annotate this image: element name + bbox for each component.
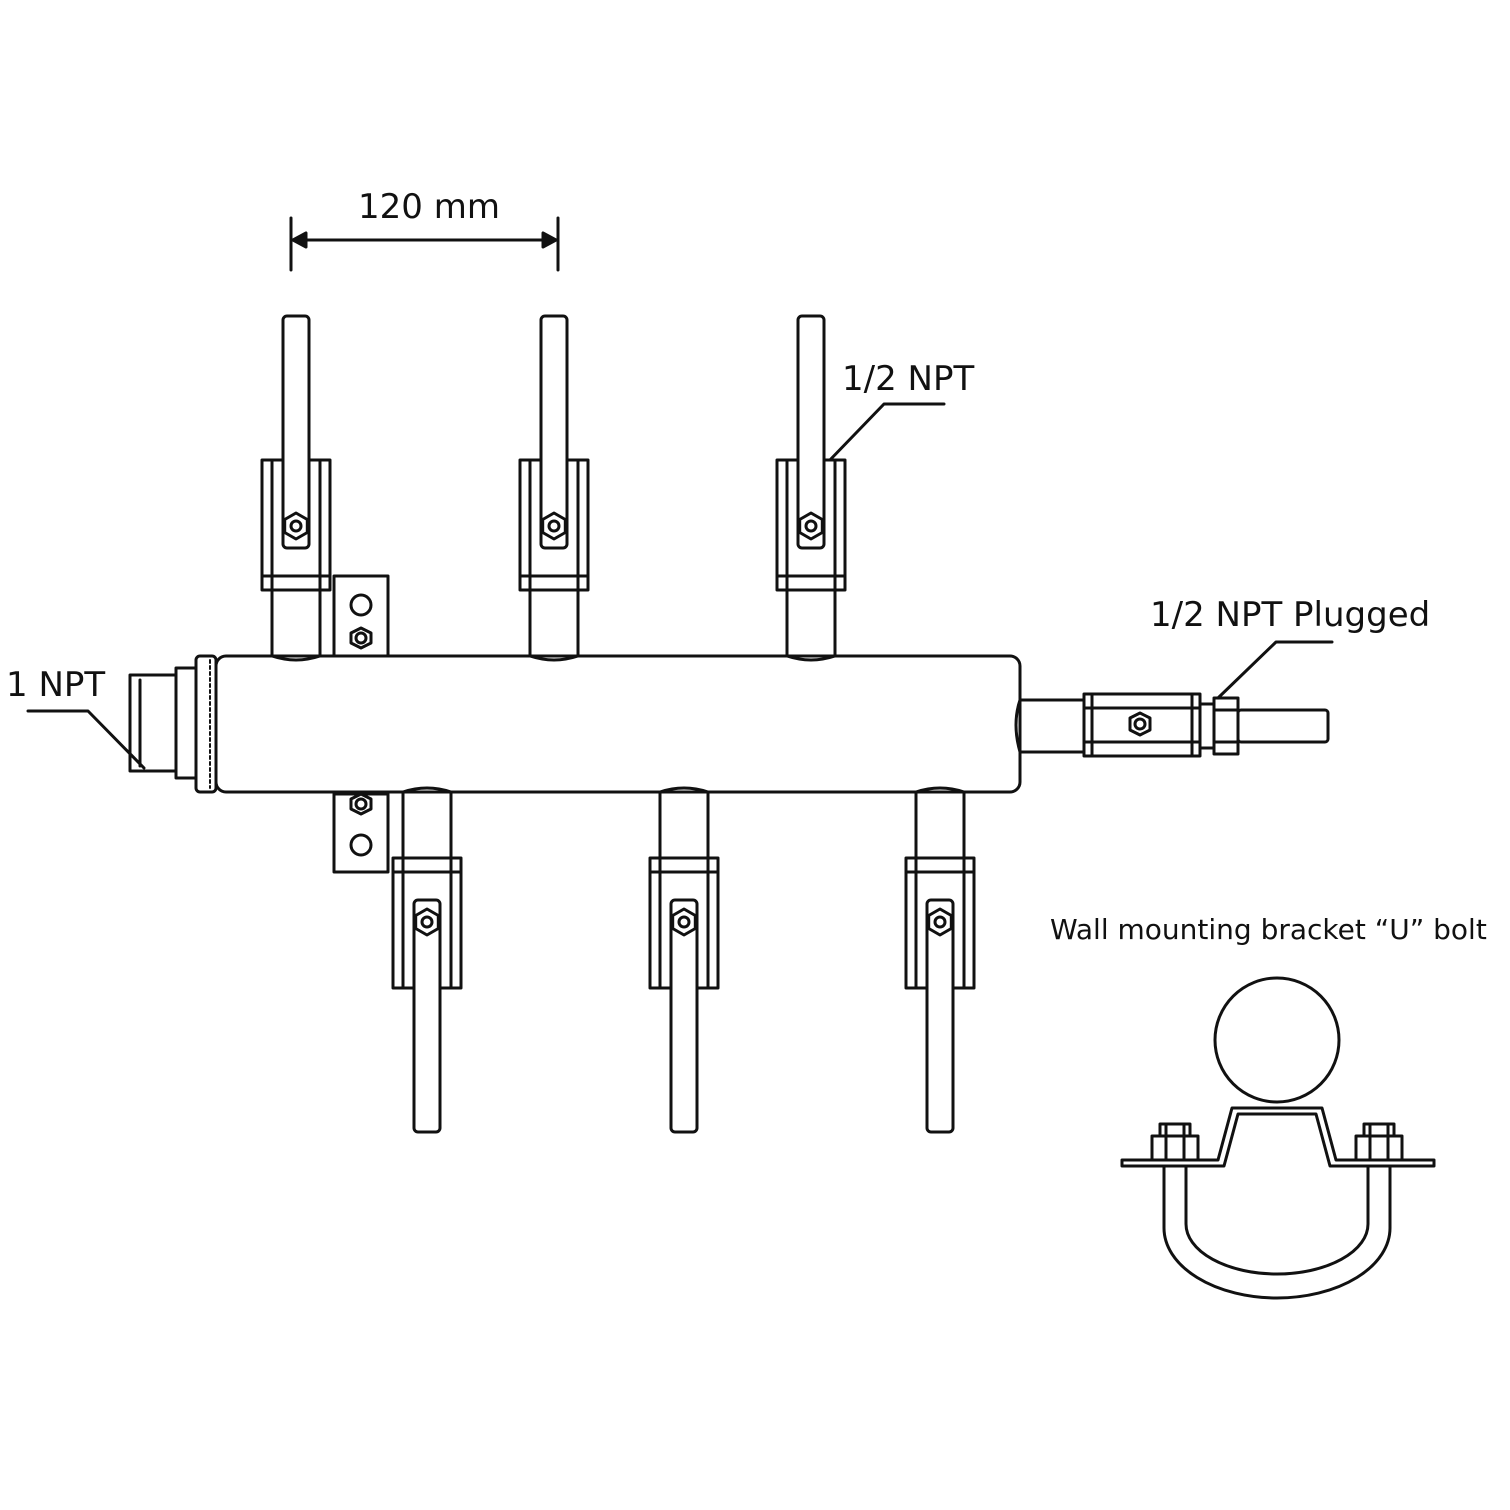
inlet-fitting <box>128 654 218 794</box>
top-valve-3 <box>775 314 847 662</box>
top-valves <box>260 314 847 662</box>
mounting-plate-top <box>332 574 390 658</box>
bottom-valve-3 <box>904 786 976 1134</box>
bottom-valves <box>391 786 976 1134</box>
bracket-title: Wall mounting bracket “U” bolt <box>1050 913 1487 946</box>
dimension-label: 120 mm <box>358 187 500 227</box>
inlet-port-label: 1 NPT <box>6 665 106 705</box>
top-valve-1 <box>260 314 332 662</box>
plugged-outlet <box>1014 692 1330 758</box>
top-valve-2 <box>518 314 590 662</box>
manifold-body <box>214 654 1022 794</box>
dimension-indicator <box>289 216 560 272</box>
plugged-port-label: 1/2 NPT Plugged <box>1150 595 1431 635</box>
branch-port-label: 1/2 NPT <box>842 359 975 399</box>
mounting-plate-bottom <box>332 792 390 874</box>
bottom-valve-2 <box>648 786 720 1134</box>
u-bolt-bracket <box>1120 976 1436 1300</box>
leader-lines <box>26 402 1334 770</box>
bottom-valve-1 <box>391 786 463 1134</box>
